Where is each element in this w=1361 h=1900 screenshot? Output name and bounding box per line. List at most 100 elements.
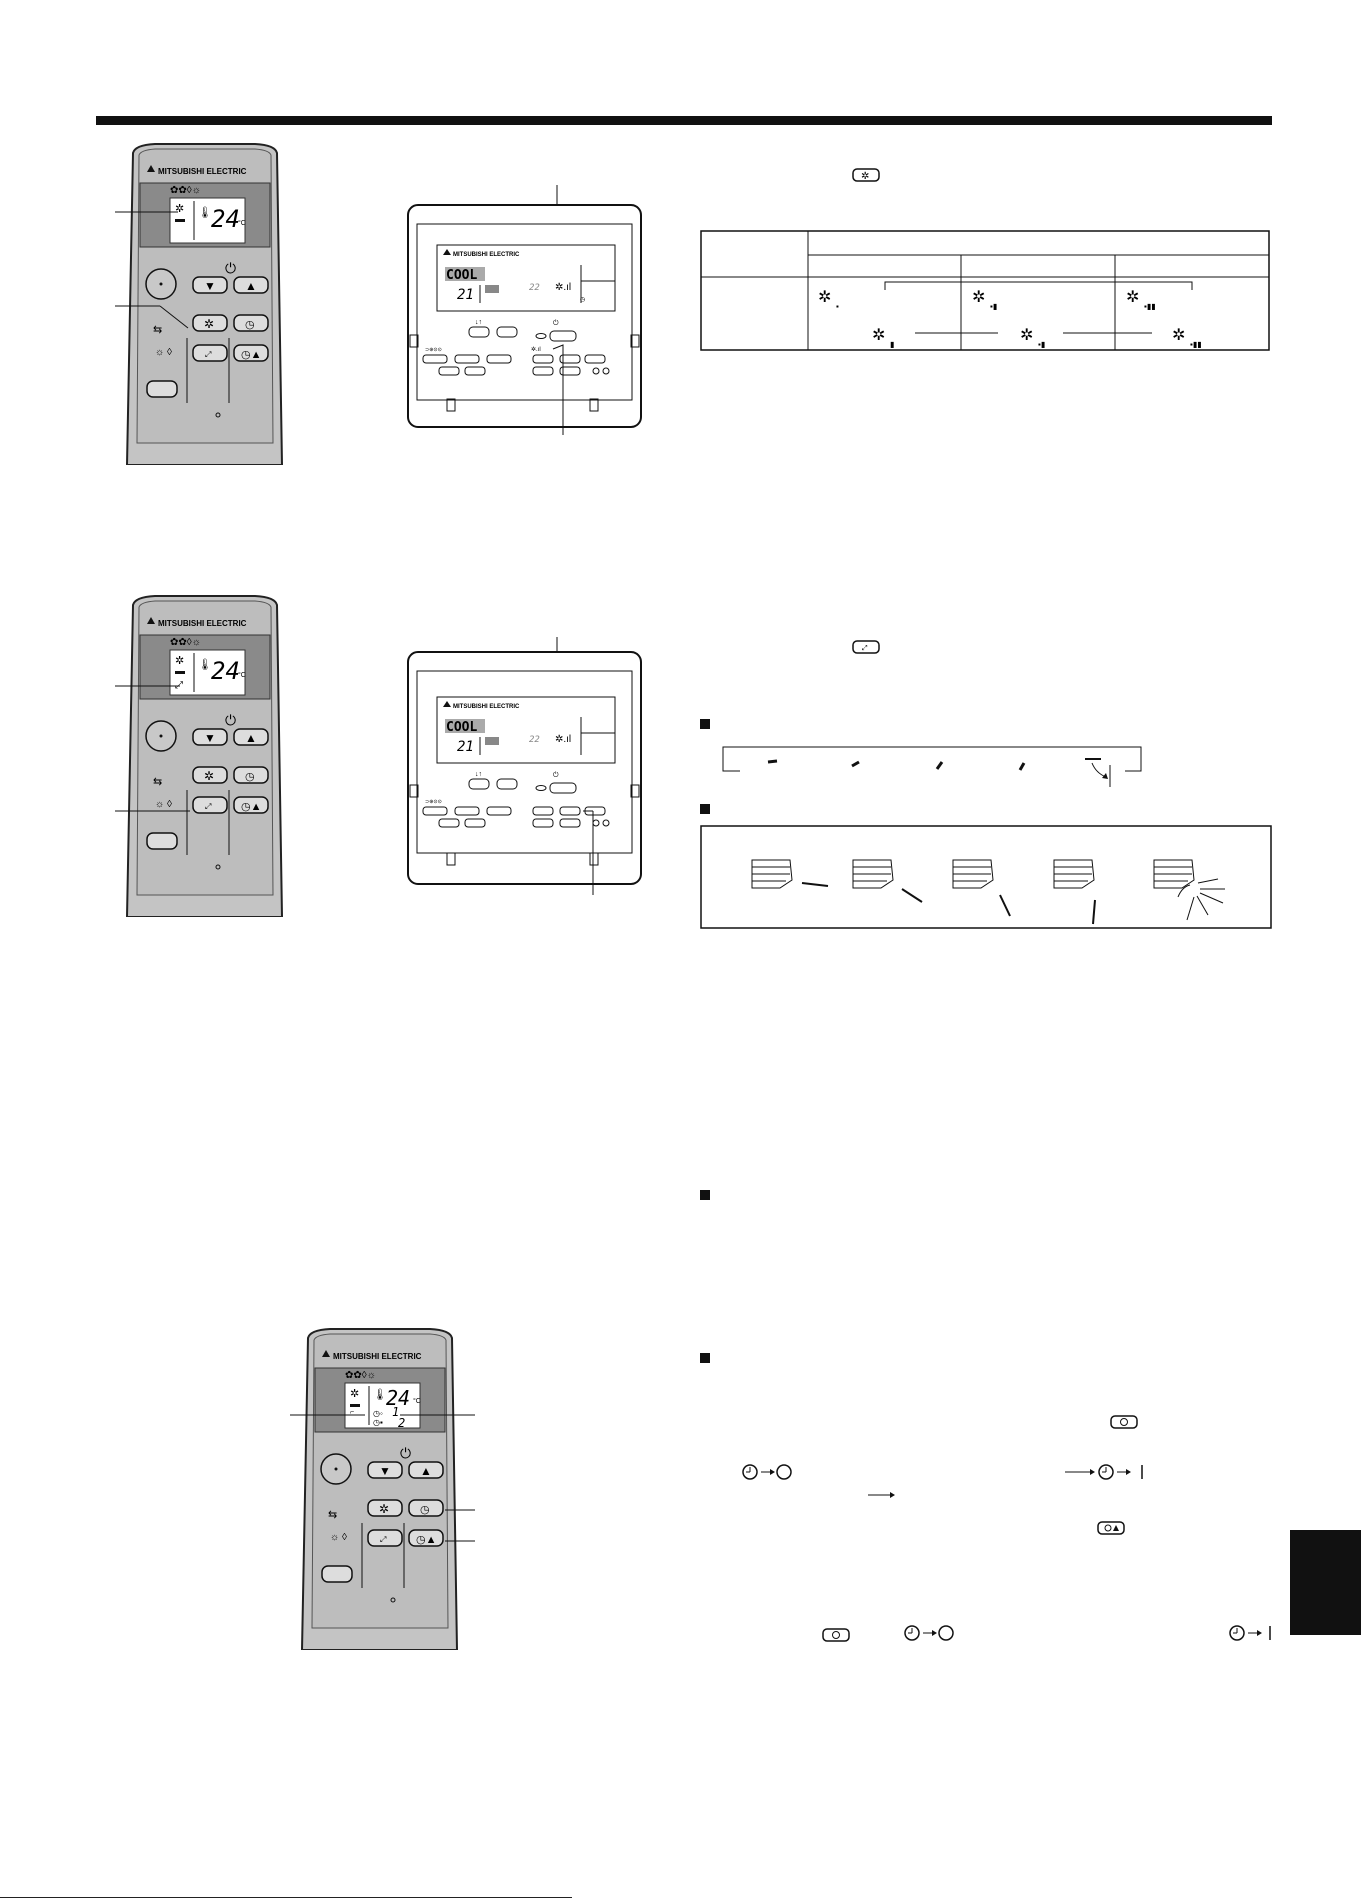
svg-text:▼: ▼ [379,1464,391,1478]
svg-text:▪▮: ▪▮ [1038,340,1045,349]
svg-text:⤢: ⤢ [379,1535,386,1544]
svg-text:⊃⊕⊙⊙: ⊃⊕⊙⊙ [425,347,442,353]
wired-controller-2: MITSUBISHI ELECTRIC COOL 21 22 ✲.ıl ↓↑ ⏻… [407,637,642,895]
fan-speed-1-icon: ✲▮ [872,327,894,349]
fan-speed-button[interactable] [532,354,554,364]
vane-step-1-icon [767,759,778,764]
svg-text:✲: ✲ [861,171,869,182]
svg-text:🌡: 🌡 [198,658,212,671]
svg-text:☼ ◊: ☼ ◊ [155,799,172,810]
fan-icon: ✲ [175,203,184,215]
svg-text:22: 22 [529,735,540,745]
brand-text: MITSUBISHI ELECTRIC [158,167,247,176]
temp-down-button[interactable] [367,1461,403,1479]
timer-off-button[interactable] [233,796,269,814]
svg-text:◷: ◷ [420,1504,430,1516]
arrow-icon [868,1492,895,1498]
louver-step-2-icon [852,859,923,903]
vane-button[interactable] [559,806,581,816]
svg-text:▲: ▲ [245,731,257,745]
svg-text:°C: °C [238,671,246,679]
svg-text:⏻: ⏻ [553,319,559,327]
svg-text:⇆: ⇆ [153,324,162,336]
vane-button[interactable] [192,796,228,814]
svg-text:✲.ıl: ✲.ıl [531,346,541,353]
bullet-square-icon [700,1353,710,1363]
svg-text:◷: ◷ [580,297,585,303]
svg-text:✲: ✲ [1172,327,1185,344]
brand-logo-icon [147,165,155,172]
timer-off-button[interactable] [408,1529,444,1547]
svg-text:⤢: ⤢ [204,350,211,359]
svg-text:🌡: 🌡 [373,1388,387,1401]
svg-text:MITSUBISHI ELECTRIC: MITSUBISHI ELECTRIC [453,252,520,258]
temp-display: 24 [211,205,240,233]
vane-button[interactable] [367,1529,403,1547]
svg-text:◷▲: ◷▲ [241,349,262,361]
louver-step-1-icon [751,859,829,889]
temp-down-button[interactable] [192,728,228,746]
timer-on-button[interactable] [233,766,269,784]
svg-text:▪▮▮: ▪▮▮ [1144,302,1156,311]
louver-step-3-icon [952,859,1011,917]
svg-text:▪▮: ▪▮ [990,302,997,311]
temp-down-button[interactable] [192,276,228,294]
svg-text:⏻: ⏻ [225,260,236,276]
timer-on-icon [742,1464,792,1480]
mode-button[interactable] [146,380,178,398]
svg-text:◷: ◷ [245,771,255,783]
temp-display: 24 [386,1386,410,1410]
svg-text:↓↑: ↓↑ [475,771,482,778]
svg-text:▼: ▼ [204,279,216,293]
fan-button[interactable] [192,766,228,784]
svg-text:✲: ✲ [204,317,214,331]
footer-rule [0,1897,572,1898]
remote1-callouts [115,211,189,329]
vane-button[interactable] [192,344,228,362]
fan-button[interactable] [367,1499,403,1517]
svg-text:⇆: ⇆ [328,1509,337,1521]
timer-on-icon [904,1625,954,1641]
timer-on-button[interactable] [408,1499,444,1517]
vane-step-4-icon [1018,762,1026,771]
svg-text:✲.ıl: ✲.ıl [555,734,571,745]
bullet-square-icon [700,1190,710,1200]
chapter-tab [1290,1530,1361,1635]
wireless-remote-1: MITSUBISHI ELECTRIC ✿✿◊☼ ✲ 🌡 24 °C ⏻ ▼ ▲… [125,143,284,465]
temp-up-button[interactable] [233,276,269,294]
svg-text:⤢: ⤢ [862,645,868,652]
svg-text:⏻: ⏻ [553,771,559,779]
temp-up-button[interactable] [233,728,269,746]
temp-up-button[interactable] [408,1461,444,1479]
airflow-direction-icon: ⤢ [852,640,880,654]
svg-text:COOL: COOL [446,720,477,735]
mode-button[interactable] [321,1565,353,1583]
fan-button[interactable] [192,314,228,332]
svg-text:✲: ✲ [175,655,184,667]
svg-text:☼ ◊: ☼ ◊ [155,347,172,358]
fan-speed-4-icon: ✲▪▮▮ [1172,327,1202,349]
temp-unit: °C [238,219,246,227]
timer-on-indicator-icon: ◷◦ [373,1409,383,1418]
mode-button[interactable] [146,832,178,850]
fan-speed-2-icon: ✲▪ [818,289,839,311]
wireless-remote-3: MITSUBISHI ELECTRIC ✿✿◊☼ ✲ ⌐ 🌡 24 °C ◷◦ … [300,1328,459,1650]
svg-text:✿✿◊☼: ✿✿◊☼ [345,1370,376,1381]
timer-on-button[interactable] [233,314,269,332]
svg-text:↓↑: ↓↑ [475,319,482,326]
fan-speed-table: ✲▪ ✲▪▮ ✲▪▮▮ ✲▮ ✲▪▮ ✲▪▮▮ [700,230,1270,351]
on-off-button[interactable] [549,330,577,342]
remote2-callouts [115,685,190,812]
svg-text:✲: ✲ [1020,327,1033,344]
timer-on-button-icon [822,1628,850,1642]
brand-text: MITSUBISHI ELECTRIC [158,619,247,628]
wireless-remote-2: MITSUBISHI ELECTRIC ✿✿◊☼ ✲ ⤢ 🌡 24 °C ⏻ ▼… [125,595,284,917]
mode-icons: ✿✿◊☼ [170,185,201,196]
svg-text:⏻: ⏻ [400,1445,411,1461]
svg-text:◷▲: ◷▲ [241,801,262,813]
fan-speed-3-icon: ✲ ▪▮ [972,289,997,311]
svg-text:✲: ✲ [972,289,985,306]
louver-swing-icon [1153,859,1225,921]
timer-off-value: 2 [398,1416,405,1430]
timer-off-button[interactable] [233,344,269,362]
